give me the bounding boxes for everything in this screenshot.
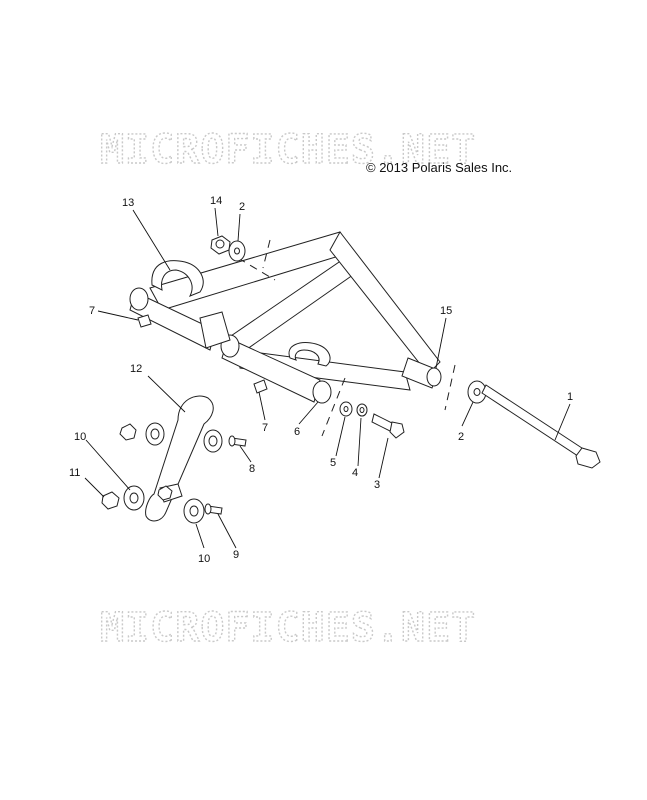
center-bracket [199,311,231,349]
washer-4 [356,403,368,417]
callout-7-bottom: 7 [262,422,268,434]
grease-fitting-7a [137,314,152,328]
loop-center [288,342,331,367]
callout-15: 15 [440,305,452,317]
align-line-1 [237,257,276,281]
callout-7-top: 7 [89,305,95,317]
callout-2-right: 2 [458,431,464,443]
align-line-4 [444,364,456,411]
leader-lines [84,207,571,549]
link-12 [145,395,214,522]
loop-13 [151,260,204,297]
nut-link-upper [157,485,173,501]
align-line-2 [262,239,271,269]
bolt-3 [371,413,405,439]
callout-10-bottom: 10 [198,553,210,565]
callout-6: 6 [294,426,300,438]
callout-4: 4 [352,467,358,479]
callout-11: 11 [69,467,80,479]
washer-5 [339,401,353,417]
arm-rear-tube [329,231,441,375]
bolt-9 [204,503,223,515]
pivot-tube-left-end [129,287,149,311]
bearing-10a [145,422,165,446]
pivot-bushing-6 [312,380,332,404]
watermark-top: MICROFICHES.NET [100,127,476,173]
bolt-1 [481,384,601,469]
watermark-bottom: MICROFICHES.NET [100,605,476,651]
washer-2-top [228,240,246,262]
nut-11 [101,491,120,510]
callout-1: 1 [567,391,573,403]
callout-10-top: 10 [74,431,86,443]
callout-8: 8 [249,463,255,475]
a-arm-assembly [129,231,442,404]
bolt-8 [228,435,247,447]
nut-14 [210,235,231,255]
callout-3: 3 [374,479,380,491]
callout-14: 14 [210,195,222,207]
callout-9: 9 [233,549,239,561]
bearing-10b [183,498,205,524]
grease-fitting-7b [253,379,268,394]
callout-2-top: 2 [239,201,245,213]
callout-13: 13 [122,197,134,209]
align-line-3 [321,377,346,437]
callout-5: 5 [330,457,336,469]
nut-left-upper [119,423,137,441]
callout-12: 12 [130,363,142,375]
bearing-left-lower [123,485,145,511]
bearing-right [203,429,223,453]
bushing-15-end [426,367,442,387]
washer-2-right [467,380,487,404]
copyright-text: © 2013 Polaris Sales Inc. [366,160,512,175]
